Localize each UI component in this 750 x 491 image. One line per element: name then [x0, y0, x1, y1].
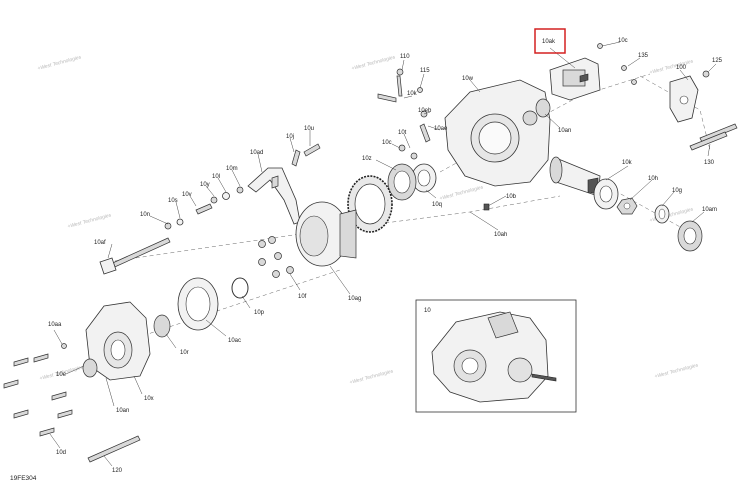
- label-10an-bottom[interactable]: 10an: [116, 408, 129, 414]
- pin-10j: [291, 149, 301, 167]
- label-10ag[interactable]: 10ag: [348, 296, 361, 302]
- label-10h[interactable]: 10h: [648, 176, 658, 182]
- seal-10am-right: [677, 220, 703, 252]
- label-10n[interactable]: 10n: [140, 212, 150, 218]
- watermark: +West Technologies: [649, 58, 694, 76]
- main-housing-10w: [444, 79, 551, 187]
- inset-label: 10: [424, 308, 431, 314]
- bolts-left: [3, 343, 73, 437]
- bearing-10q: [411, 163, 437, 193]
- label-10j[interactable]: 10j: [286, 134, 294, 140]
- label-10u[interactable]: 10u: [304, 126, 314, 132]
- label-10p[interactable]: 10p: [254, 310, 265, 316]
- watermark: +West Technologies: [37, 54, 82, 72]
- label-120[interactable]: 120: [112, 468, 123, 474]
- seal-10r: [153, 314, 171, 338]
- spring-10u: [303, 143, 321, 157]
- seal-10an-bottom: [82, 358, 98, 378]
- label-10l[interactable]: 10l: [212, 174, 220, 180]
- differential-10f: [295, 201, 357, 267]
- label-10am[interactable]: 10am: [702, 207, 717, 213]
- bolt-120: [87, 435, 141, 463]
- ring-10g: [654, 204, 670, 224]
- watermark: +West Technologies: [67, 212, 112, 230]
- label-10d[interactable]: 10d: [56, 450, 66, 456]
- shift-fork-10ad: [247, 167, 301, 225]
- label-10eb[interactable]: 10eb: [418, 108, 432, 114]
- label-10e[interactable]: 10e: [56, 372, 67, 378]
- label-10ah[interactable]: 10ah: [494, 232, 507, 238]
- label-10ak-shaft[interactable]: 10k: [622, 160, 633, 166]
- label-10c-mid[interactable]: 10c: [382, 140, 392, 146]
- seal-10an-top: [535, 98, 551, 118]
- watermark: +West Technologies: [349, 368, 394, 386]
- label-10y[interactable]: 10y: [200, 182, 210, 188]
- label-10ak[interactable]: 10ak: [542, 39, 556, 45]
- ring-gear-10s: [387, 163, 417, 201]
- label-10af[interactable]: 10af: [94, 240, 106, 246]
- pinion-shaft-10k: [549, 156, 601, 197]
- label-10s[interactable]: 10s: [168, 198, 178, 204]
- label-10g[interactable]: 10g: [672, 188, 682, 194]
- label-10c-top[interactable]: 10c: [618, 38, 628, 44]
- part-labels: 10ak 110 10c 135 100 125 115 10k 10eb 10…: [48, 38, 723, 474]
- label-125[interactable]: 125: [712, 58, 723, 64]
- housing-10x: [85, 301, 151, 381]
- label-10f[interactable]: 10f: [298, 294, 307, 300]
- label-10m[interactable]: 10m: [226, 166, 238, 172]
- bolts-130: [689, 123, 738, 151]
- watermark: +West Technologies: [439, 184, 484, 202]
- watermark: +West Technologies: [351, 54, 396, 72]
- label-100[interactable]: 100: [676, 65, 687, 71]
- label-10q[interactable]: 10q: [432, 202, 442, 208]
- actuator-10ak: [549, 57, 601, 101]
- label-135[interactable]: 135: [638, 53, 649, 59]
- label-10aa[interactable]: 10aa: [48, 322, 62, 328]
- bolt-10b: [483, 203, 490, 211]
- highlight-box-10ak[interactable]: [534, 28, 566, 54]
- label-10v[interactable]: 10v: [182, 192, 192, 198]
- cover-10ac: [177, 277, 219, 331]
- label-10z[interactable]: 10z: [362, 156, 372, 162]
- label-10ac[interactable]: 10ac: [228, 338, 241, 344]
- nuts-cluster: [258, 236, 294, 278]
- bearing-10k: [593, 178, 619, 210]
- leader-lines: [49, 41, 717, 467]
- small-parts-left: [164, 186, 244, 230]
- label-10r[interactable]: 10r: [180, 350, 189, 356]
- label-10k[interactable]: 10k: [407, 91, 418, 97]
- inset-assembled-view: 10: [415, 299, 577, 413]
- label-10ad[interactable]: 10ad: [250, 150, 263, 156]
- bracket-100: [669, 75, 699, 123]
- nut-10h: [616, 197, 638, 215]
- label-10ae[interactable]: 10ae: [434, 126, 448, 132]
- shaft-10af: [99, 237, 171, 275]
- oring-10p: [231, 277, 249, 299]
- screws-top: [377, 43, 710, 160]
- label-110[interactable]: 110: [400, 54, 410, 60]
- label-10w[interactable]: 10w: [462, 76, 474, 82]
- label-115[interactable]: 115: [420, 68, 430, 74]
- label-10b[interactable]: 10b: [506, 194, 517, 200]
- label-130[interactable]: 130: [704, 160, 715, 166]
- label-10x[interactable]: 10x: [144, 396, 154, 402]
- crown-gear-10ah: [347, 175, 393, 233]
- label-10t[interactable]: 10t: [398, 130, 407, 136]
- diagram-code: 19FE304: [10, 475, 37, 482]
- watermark: +West Technologies: [654, 362, 699, 380]
- label-10an-top[interactable]: 10an: [558, 128, 571, 134]
